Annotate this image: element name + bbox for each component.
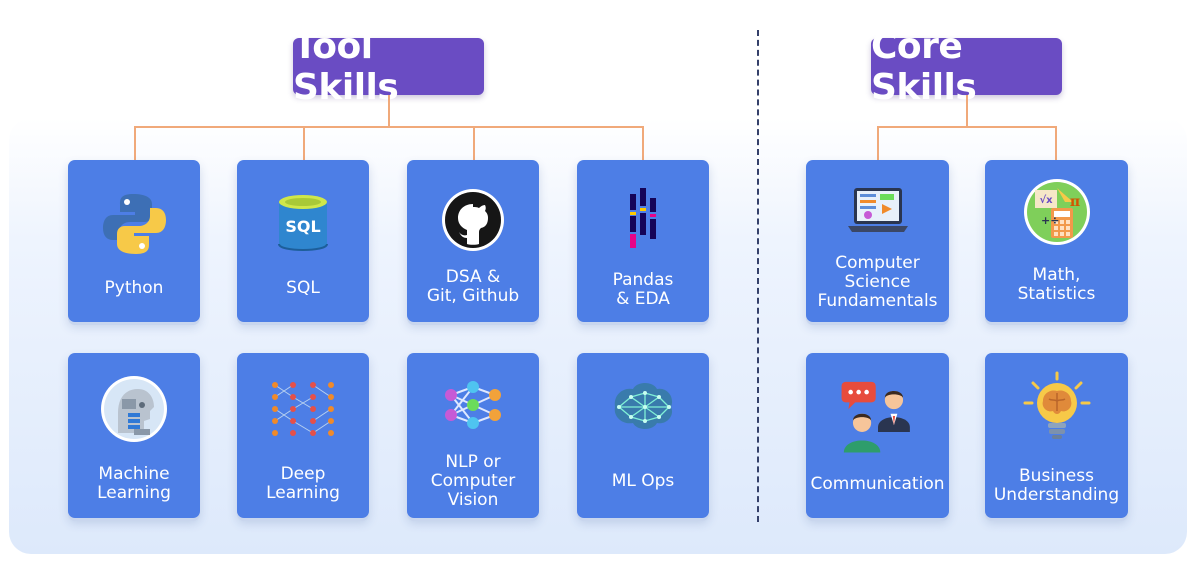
github-icon — [442, 189, 504, 251]
skill-card-python[interactable]: Python — [68, 160, 200, 322]
skill-card-sql[interactable]: SQL SQL — [237, 160, 369, 322]
skill-label: SQL — [286, 278, 320, 298]
connector-line — [134, 126, 644, 128]
skill-label: Business Understanding — [993, 466, 1120, 505]
skill-label: Communication — [810, 474, 945, 494]
connector-line — [877, 126, 879, 160]
skill-label: Math, Statistics — [1017, 265, 1096, 304]
skill-card-business-understanding[interactable]: Business Understanding — [985, 353, 1128, 518]
skill-label: Computer Science Fundamentals — [817, 253, 938, 311]
section-divider — [757, 30, 759, 522]
skill-card-communication[interactable]: Communication — [806, 353, 949, 518]
svg-text:√x: √x — [1039, 194, 1053, 206]
neural-network-icon — [445, 381, 501, 429]
sql-database-icon: SQL — [278, 195, 328, 251]
skill-card-math-statistics[interactable]: √x π +÷ Math, Statistics — [985, 160, 1128, 322]
connector-line — [388, 95, 390, 127]
connector-line — [642, 126, 644, 160]
connector-line — [877, 126, 1057, 128]
pandas-icon — [630, 188, 656, 248]
skill-label: Machine Learning — [97, 464, 171, 503]
skill-label: ML Ops — [611, 471, 675, 491]
connector-line — [134, 126, 136, 160]
skill-label: DSA & Git, Github — [426, 267, 520, 306]
lightbulb-brain-icon — [1023, 371, 1090, 439]
skill-card-deep-learning[interactable]: Deep Learning — [237, 353, 369, 518]
communication-icon — [841, 381, 910, 453]
connector-line — [1055, 126, 1057, 160]
python-icon — [103, 194, 166, 254]
skill-card-nlp-cv[interactable]: NLP or Computer Vision — [407, 353, 539, 518]
connector-line — [303, 126, 305, 160]
tool-skills-title: Tool Skills — [293, 26, 484, 108]
robot-head-icon — [101, 376, 167, 442]
skill-label: Deep Learning — [266, 464, 340, 503]
skill-card-cs-fundamentals[interactable]: Computer Science Fundamentals — [806, 160, 949, 322]
skill-label: Python — [104, 278, 164, 298]
skill-card-pandas[interactable]: Pandas & EDA — [577, 160, 709, 322]
skill-label: NLP or Computer Vision — [430, 452, 516, 510]
math-icon: √x π +÷ — [1023, 179, 1090, 245]
skill-label: Pandas & EDA — [612, 270, 674, 309]
deep-network-icon — [272, 382, 334, 436]
laptop-icon — [847, 188, 908, 232]
connector-line — [966, 95, 968, 127]
brain-network-icon — [614, 383, 673, 429]
skill-card-machine-learning[interactable]: Machine Learning — [68, 353, 200, 518]
svg-text:π: π — [1069, 194, 1079, 210]
skill-card-ml-ops[interactable]: ML Ops — [577, 353, 709, 518]
svg-text:SQL: SQL — [285, 217, 320, 236]
svg-text:+÷: +÷ — [1041, 214, 1059, 227]
skill-card-dsa-git[interactable]: DSA & Git, Github — [407, 160, 539, 322]
connector-line — [473, 126, 475, 160]
core-skills-title: Core Skills — [871, 26, 1062, 108]
